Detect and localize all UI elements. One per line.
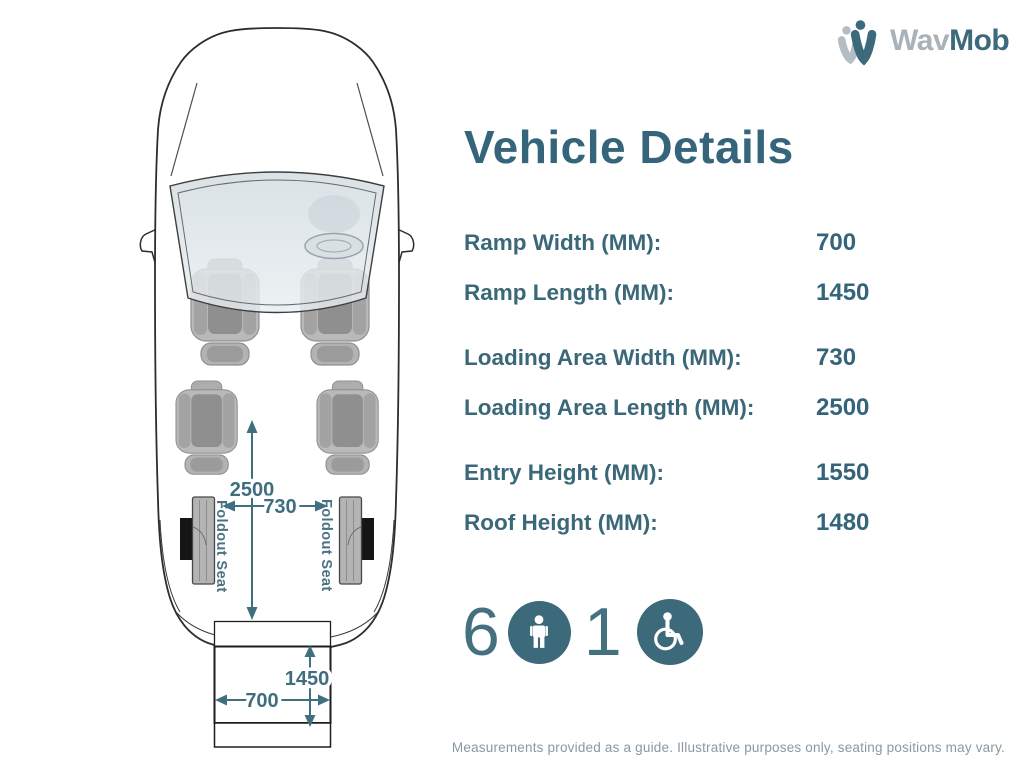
loading-length-arrow	[246, 420, 258, 620]
ramp-length-arrow	[304, 645, 316, 727]
spec-group-heights: Entry Height (MM): 1550 Roof Height (MM)…	[464, 448, 924, 548]
wavmob-logo-icon	[837, 20, 877, 66]
capacity-row: 6 1	[462, 596, 703, 668]
brand-wordmark: WavMob	[890, 24, 1010, 58]
page-title: Vehicle Details	[464, 121, 794, 173]
person-icon	[530, 615, 549, 648]
rear-ramp	[213, 620, 332, 748]
seat-count: 6	[462, 594, 500, 670]
brand-word-teal: Mob	[949, 24, 1010, 57]
spec-row-entry-height: Entry Height (MM): 1550	[464, 448, 924, 498]
spec-value: 730	[816, 344, 857, 371]
spec-value: 700	[816, 229, 857, 256]
wheelchair-icon	[653, 612, 684, 651]
steering-wheel	[304, 232, 364, 260]
vehicle-diagram-svg: Foldout Seat Foldout Seat 2500 730 1450 …	[139, 27, 415, 748]
vehicle-details-panel: Vehicle Details Ramp Width (MM): 700 Ram…	[464, 120, 924, 563]
foldout-seat-label-left: Foldout Seat	[213, 500, 229, 593]
spec-label: Entry Height (MM):	[464, 460, 664, 485]
foldout-seat-label-right: Foldout Seat	[318, 499, 334, 592]
windshield	[169, 171, 385, 314]
spec-label: Loading Area Length (MM):	[464, 395, 755, 420]
brand-logo: WavMob	[832, 14, 1010, 68]
spec-label: Ramp Length (MM):	[464, 280, 674, 305]
dashboard-shadow	[308, 195, 360, 233]
spec-row-loading-width: Loading Area Width (MM): 730	[464, 333, 924, 383]
ramp-length-value: 1450	[285, 668, 330, 690]
disclaimer-text: Measurements provided as a guide. Illust…	[451, 740, 1005, 755]
spec-label: Ramp Width (MM):	[464, 230, 662, 255]
spec-row-loading-length: Loading Area Length (MM): 2500	[464, 383, 924, 433]
spec-group-ramp: Ramp Width (MM): 700 Ramp Length (MM): 1…	[464, 218, 924, 318]
ramp-width-arrow	[215, 694, 330, 706]
wheelchair-badge	[636, 599, 703, 665]
spec-row-ramp-width: Ramp Width (MM): 700	[464, 218, 924, 268]
spec-value: 1450	[816, 279, 870, 306]
ramp-width-value: 700	[245, 690, 278, 712]
passenger-badge	[507, 600, 571, 664]
loading-length-value: 2500	[230, 479, 275, 501]
spec-row-roof-height: Roof Height (MM): 1480	[464, 498, 924, 548]
spec-value: 2500	[816, 394, 870, 421]
spec-label: Loading Area Width (MM):	[464, 345, 742, 370]
a-pillar-lines	[170, 82, 384, 177]
loading-width-arrow	[222, 500, 328, 512]
vehicle-top-view-diagram: Foldout Seat Foldout Seat 2500 730 1450 …	[0, 0, 455, 768]
brand-word-gray: Wav	[890, 24, 950, 57]
spec-value: 1550	[816, 459, 870, 486]
spec-row-ramp-length: Ramp Length (MM): 1450	[464, 268, 924, 318]
wheelchair-count: 1	[583, 594, 622, 670]
spec-label: Roof Height (MM):	[464, 510, 658, 535]
spec-value: 1480	[816, 509, 870, 536]
foldout-seats	[180, 496, 374, 585]
spec-group-loading-area: Loading Area Width (MM): 730 Loading Are…	[464, 333, 924, 433]
loading-width-value: 730	[263, 496, 296, 518]
